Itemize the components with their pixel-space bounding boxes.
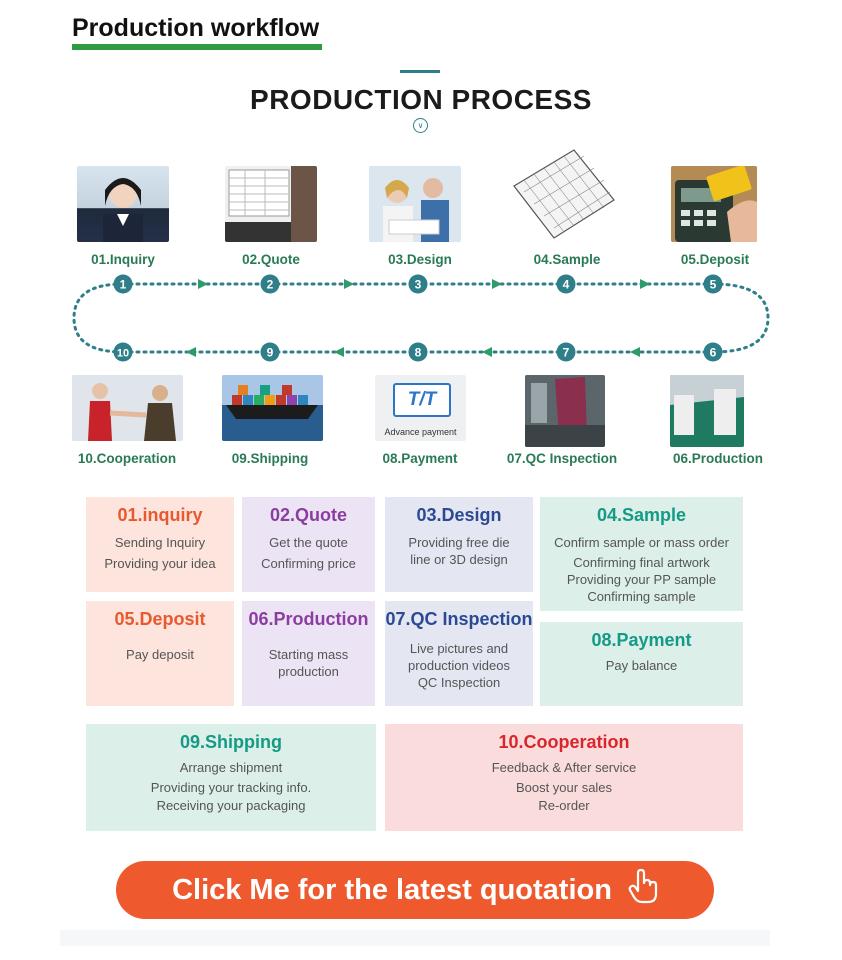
card-title-cooperation: 10.Cooperation <box>498 732 630 752</box>
customer-service-photo <box>77 166 169 242</box>
step-label-production: 06.Production <box>672 451 763 466</box>
handshake-photo <box>72 375 183 441</box>
card-line: Confirming final artwork <box>573 555 710 570</box>
step-label-cooperation: 10.Cooperation <box>77 451 177 466</box>
step-number-10: 10 <box>117 348 129 360</box>
step-label-qc-inspection: 07.QC Inspection <box>506 451 618 466</box>
step-label-shipping: 09.Shipping <box>231 451 309 466</box>
step-label-quote: 02.Quote <box>242 252 300 267</box>
qc-inspection-photo <box>525 375 605 447</box>
advance-payment-caption: Advance payment <box>384 427 457 437</box>
card-line: Providing free die <box>408 535 510 550</box>
card-line: Providing your tracking info. <box>150 780 312 795</box>
step-label-design: 03.Design <box>388 252 452 267</box>
step-label-payment: 08.Payment <box>382 451 458 466</box>
accent-line <box>400 70 440 73</box>
step-number-7: 7 <box>563 346 570 360</box>
step-number-9: 9 <box>267 346 274 360</box>
step-number-1: 1 <box>120 278 127 292</box>
card-line: Receiving your packaging <box>156 798 306 813</box>
card-line: production videos <box>408 658 510 673</box>
card-title-deposit: 05.Deposit <box>114 609 206 629</box>
card-shipping: 09.Shipping Arrange shipment Providing y… <box>86 724 376 831</box>
card-payment-photo <box>671 166 757 242</box>
card-deposit: 05.Deposit Pay deposit <box>86 601 234 706</box>
card-line: Re-order <box>538 798 590 813</box>
card-line: Boost your sales <box>515 780 613 795</box>
cargo-ship-photo <box>222 375 323 441</box>
card-cooperation: 10.Cooperation Feedback & After service … <box>385 724 743 831</box>
card-line: Confirming price <box>261 556 356 571</box>
factory-production-photo <box>670 375 744 447</box>
step-marker-3: 3 <box>408 274 428 294</box>
step-number-2: 2 <box>267 278 274 292</box>
tt-badge: T/T <box>393 383 451 417</box>
step-label-inquiry: 01.Inquiry <box>91 252 155 267</box>
section-title: Production workflow <box>72 14 320 42</box>
process-flow-loop: 1 2 3 4 5 10 9 8 7 6 <box>72 274 770 362</box>
step-marker-8: 8 <box>408 342 428 362</box>
step-number-4: 4 <box>563 278 570 292</box>
card-line: Arrange shipment <box>179 760 283 775</box>
step-marker-10: 10 <box>113 342 133 362</box>
card-sample: 04.Sample Confirm sample or mass order C… <box>540 497 743 611</box>
card-quote: 02.Quote Get the quote Confirming price <box>242 497 375 592</box>
quote-spreadsheet-photo <box>225 166 317 242</box>
card-line: Get the quote <box>269 535 348 550</box>
step-marker-4: 4 <box>556 274 576 294</box>
step-marker-2: 2 <box>260 274 280 294</box>
card-title-inquiry: 01.inquiry <box>117 505 203 525</box>
card-line: Feedback & After service <box>491 760 637 775</box>
card-title-design: 03.Design <box>416 505 502 525</box>
step-marker-6: 6 <box>703 342 723 362</box>
card-line: production <box>278 664 339 679</box>
card-design: 03.Design Providing free die line or 3D … <box>385 497 533 592</box>
hand-pointer-icon <box>628 868 658 912</box>
tt-payment-icon: T/T Advance payment <box>375 375 466 441</box>
card-line: Confirm sample or mass order <box>554 535 729 550</box>
section-title-underline <box>72 44 322 50</box>
card-line: Pay deposit <box>126 647 194 662</box>
step-label-sample: 04.Sample <box>533 252 601 267</box>
step-marker-7: 7 <box>556 342 576 362</box>
step-number-5: 5 <box>710 278 717 292</box>
card-title-sample: 04.Sample <box>596 505 687 525</box>
card-line: Starting mass <box>268 647 349 662</box>
step-number-3: 3 <box>415 278 422 292</box>
step-number-6: 6 <box>710 346 717 360</box>
card-line: Live pictures and <box>409 641 509 656</box>
card-line: Providing your idea <box>104 556 216 571</box>
chevron-down-icon: ∨ <box>413 118 428 133</box>
step-marker-5: 5 <box>703 274 723 294</box>
step-number-8: 8 <box>415 346 422 360</box>
card-title-qc-inspection: 07.QC Inspection <box>385 609 533 629</box>
bottom-band <box>60 930 770 946</box>
card-qc-inspection: 07.QC Inspection Live pictures and produ… <box>385 601 533 706</box>
step-label-deposit: 05.Deposit <box>680 252 750 267</box>
card-line: Confirming sample <box>587 589 696 604</box>
card-line: QC Inspection <box>417 675 501 690</box>
card-title-shipping: 09.Shipping <box>179 732 282 752</box>
step-marker-9: 9 <box>260 342 280 362</box>
card-title-production: 06.Production <box>248 609 369 629</box>
card-line: Providing your PP sample <box>566 572 717 587</box>
card-line: Pay balance <box>605 658 678 673</box>
step-marker-1: 1 <box>113 274 133 294</box>
card-title-quote: 02.Quote <box>269 505 348 525</box>
cta-label: Click Me for the latest quotation <box>172 873 612 906</box>
card-production: 06.Production Starting mass production <box>242 601 375 706</box>
card-payment: 08.Payment Pay balance <box>540 622 743 706</box>
card-inquiry: 01.inquiry Sending Inquiry Providing you… <box>86 497 234 592</box>
main-title: PRODUCTION PROCESS <box>250 84 592 115</box>
design-meeting-photo <box>369 166 461 242</box>
card-title-payment: 08.Payment <box>591 630 692 650</box>
card-line: line or 3D design <box>410 552 508 567</box>
card-line: Sending Inquiry <box>114 535 206 550</box>
latest-quotation-button[interactable]: Click Me for the latest quotation <box>116 861 714 919</box>
sample-sketch-photo <box>508 146 620 242</box>
